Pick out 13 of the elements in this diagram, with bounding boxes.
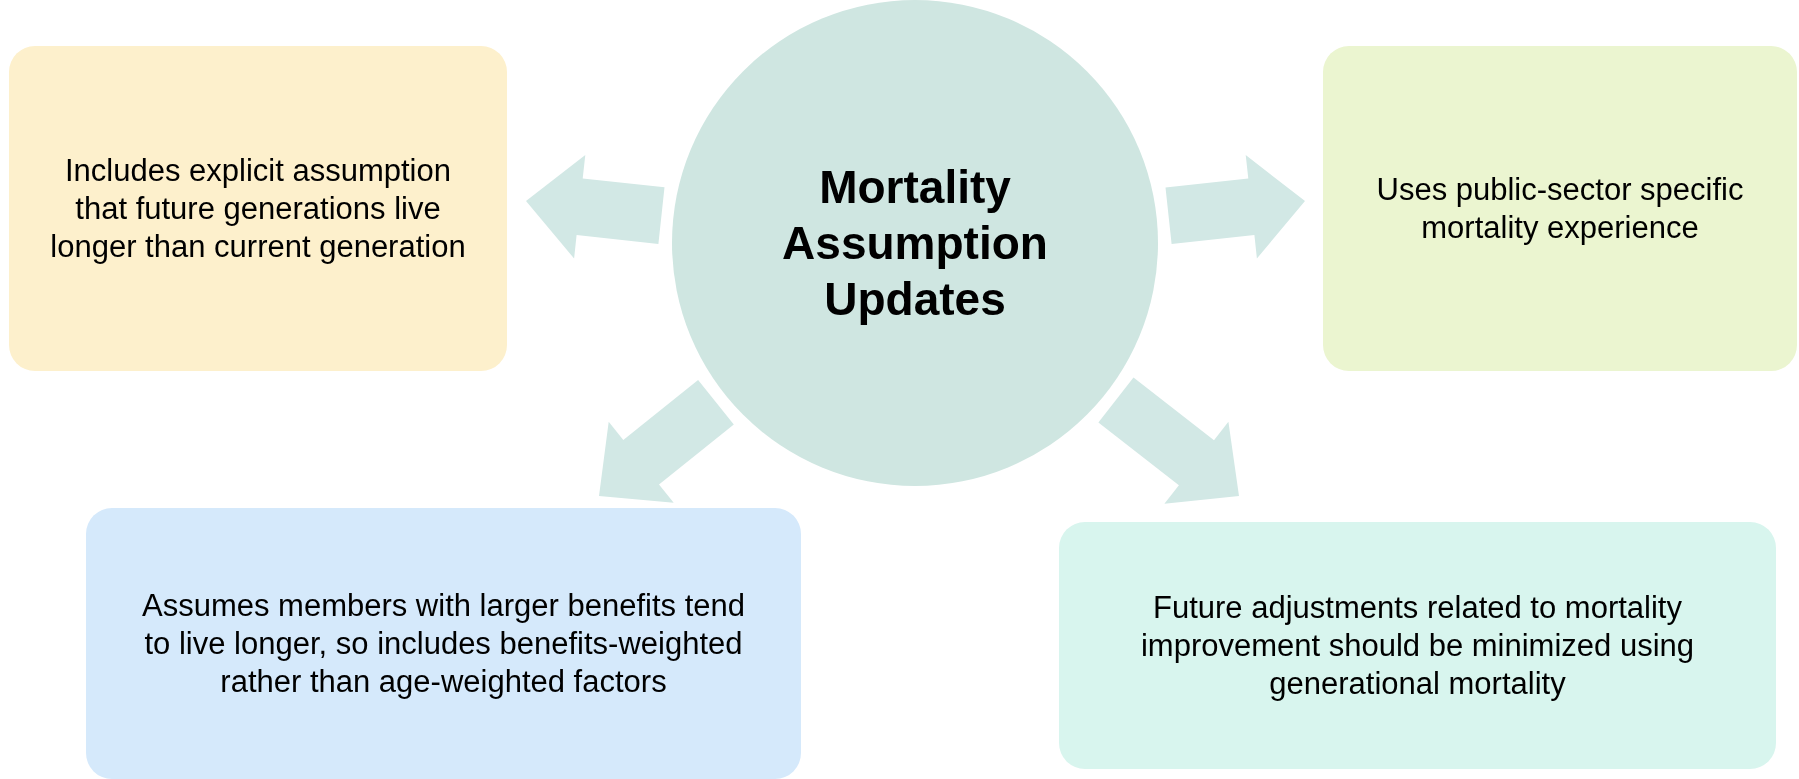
- info-box: [86, 508, 801, 779]
- block-arrow: [526, 155, 665, 259]
- block-arrow: [1165, 155, 1305, 259]
- node-text: Includes explicit assumption that future generations live longer than current generation: [49, 151, 467, 266]
- info-box: [1323, 46, 1797, 371]
- node-text: Assumes members with larger benefits tend to live longer, so includes benefits-weighted rather than age-weighted factors: [140, 586, 746, 701]
- info-box: [1059, 522, 1776, 769]
- block-arrow: [599, 380, 734, 503]
- info-box: [9, 46, 507, 371]
- block-arrow: [1098, 377, 1239, 504]
- node-text: Mortality Assumption Updates: [781, 160, 1049, 327]
- node-text: Future adjustments related to mortality improvement should be minimized using generational mortality: [1139, 588, 1696, 703]
- node-text: Uses public-sector specific mortality experience: [1375, 170, 1745, 247]
